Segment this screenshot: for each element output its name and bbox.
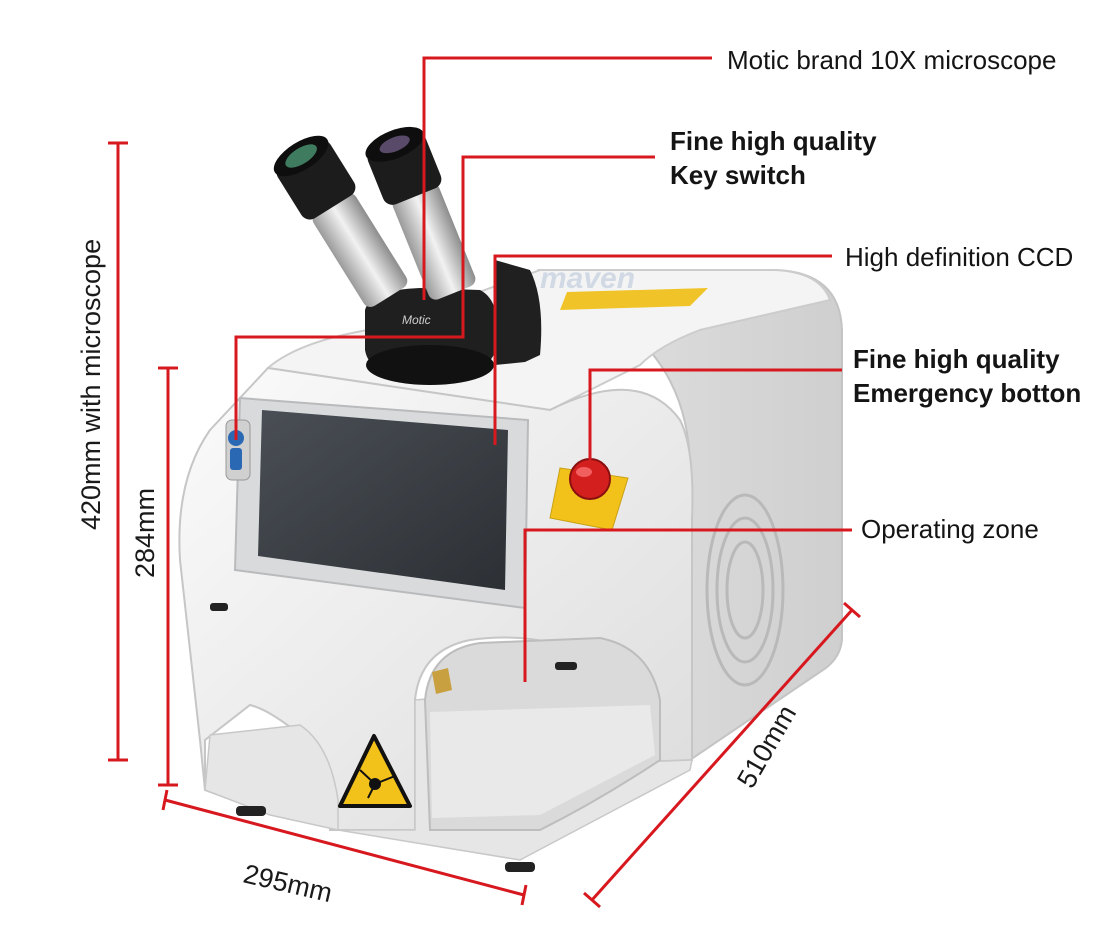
callout-operating-zone: Operating zone	[861, 512, 1039, 546]
laser-nozzle	[432, 668, 452, 694]
callout-key-switch-line1: Fine high quality	[670, 126, 877, 156]
callout-microscope: Motic brand 10X microscope	[727, 43, 1056, 77]
leader-key-switch	[234, 155, 655, 440]
dim-body-height-label: 284mm	[130, 488, 160, 578]
ccd-housing	[495, 260, 542, 365]
foot	[505, 862, 535, 872]
callout-emergency-line1: Fine high quality	[853, 344, 1060, 374]
microscope: Motic	[273, 126, 542, 385]
warning-label	[560, 288, 708, 310]
dim-line-width	[161, 789, 528, 906]
laser-warning-sign	[338, 734, 412, 808]
touch-screen	[258, 410, 508, 590]
microscope-foot	[366, 345, 494, 385]
eyepiece-tube-right	[392, 183, 476, 300]
leader-ccd	[493, 254, 832, 445]
eyepiece-tube-left	[312, 193, 408, 308]
dim-width-label: 295mm	[241, 859, 335, 908]
dim-line-depth	[583, 601, 861, 909]
foot	[555, 662, 577, 670]
dim-total-height-label: 420mm with microscope	[76, 239, 106, 530]
leader-emergency	[588, 368, 842, 460]
callout-microscope-text: Motic brand 10X microscope	[727, 45, 1057, 75]
key-switch	[225, 419, 251, 481]
fan-vent	[705, 493, 785, 687]
dim-line-body-height	[158, 366, 178, 787]
brand-watermark: maven	[540, 262, 635, 295]
dim-line-total-height	[108, 141, 128, 762]
foot	[210, 603, 228, 611]
foot	[236, 806, 266, 816]
callout-ccd-text: High definition CCD	[845, 242, 1074, 272]
callout-ccd: High definition CCD	[845, 240, 1073, 274]
cavity-floor	[430, 705, 655, 818]
leader-lines	[234, 56, 852, 682]
dimension-lines	[108, 141, 861, 909]
leader-operating-zone	[523, 528, 852, 682]
callout-emergency-line2: Emergency botton	[853, 378, 1082, 408]
machine: Motic maven	[178, 126, 843, 872]
callout-key-switch-line2: Key switch	[670, 160, 806, 190]
callout-key-switch: Fine high quality Key switch	[670, 124, 877, 192]
callout-operating-zone-text: Operating zone	[861, 514, 1039, 544]
leader-microscope	[422, 56, 712, 300]
callout-emergency: Fine high quality Emergency botton	[853, 342, 1081, 410]
microscope-brand-mark: Motic	[402, 313, 431, 327]
